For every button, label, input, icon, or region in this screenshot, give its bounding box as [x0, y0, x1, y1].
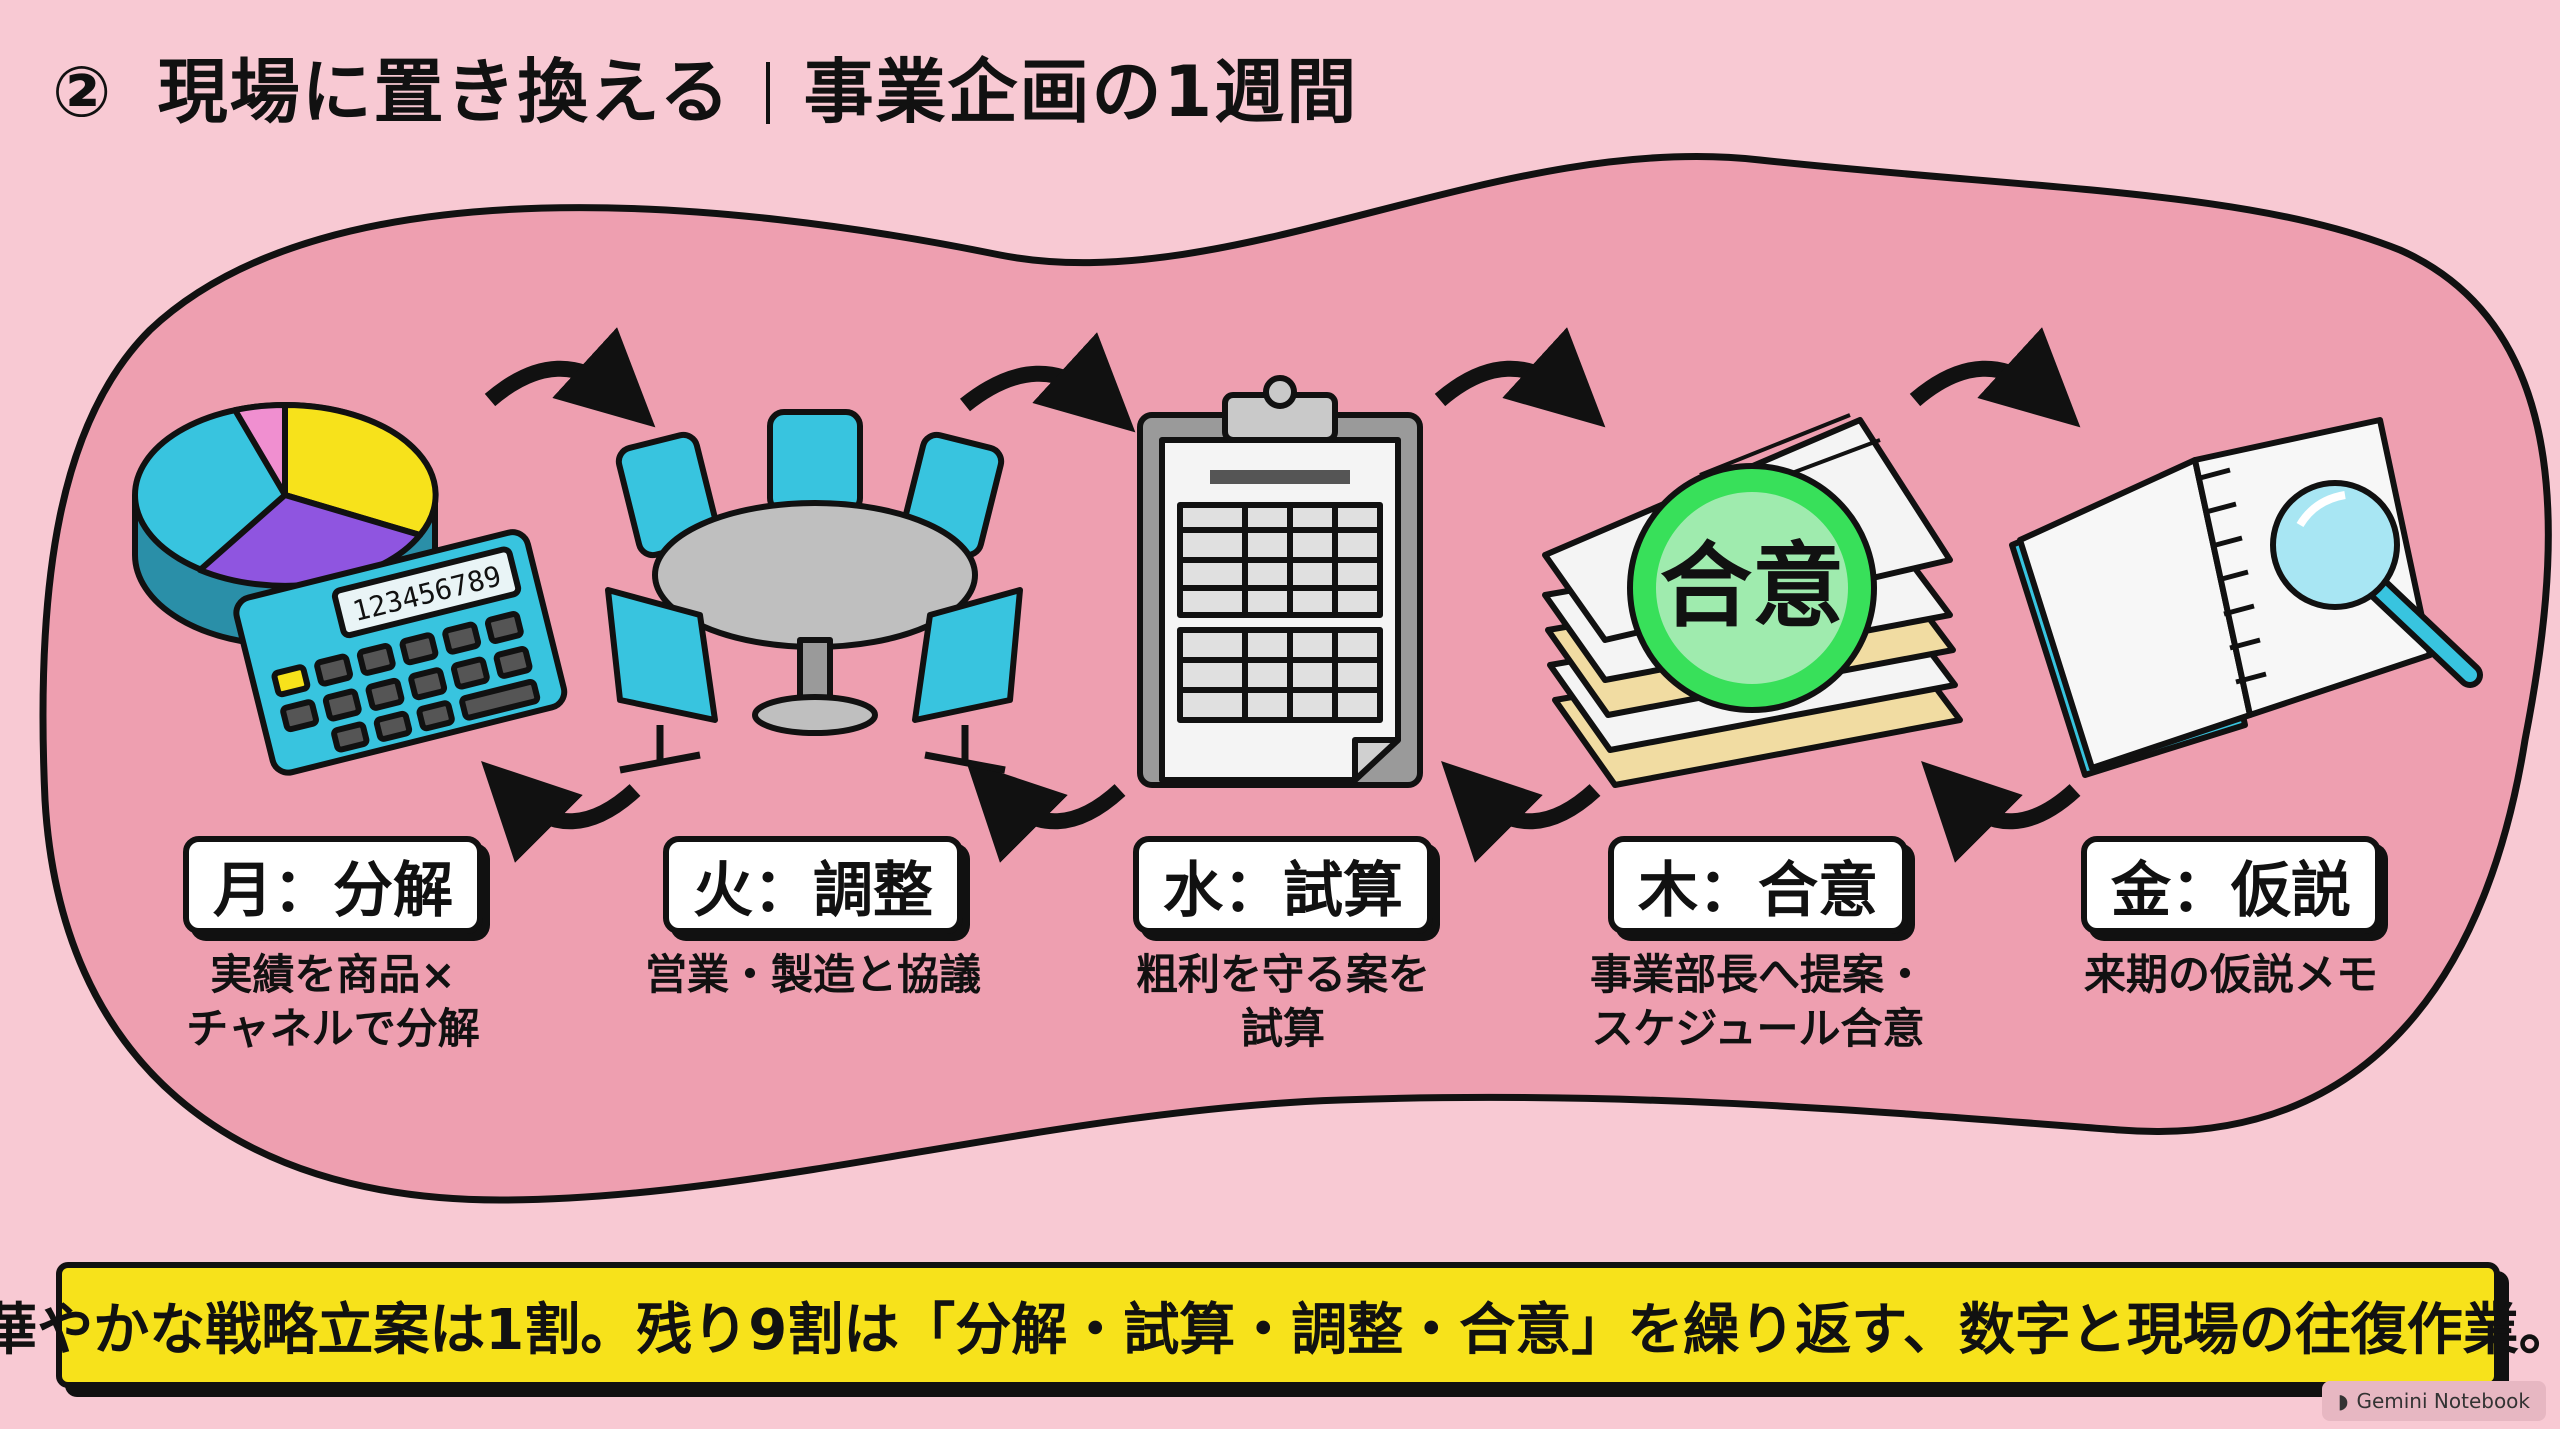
day-desc-line: チャネルで分解 — [186, 1004, 480, 1053]
day-desc-line: 試算 — [1240, 1004, 1325, 1053]
notebook-logo-icon: ◗ — [2337, 1389, 2349, 1413]
day-desc-mon: 実績を商品× チャネルで分解 — [143, 948, 523, 1056]
day-desc-line: 事業部長へ提案・ — [1589, 950, 1926, 999]
arrow-back-1 — [481, 761, 641, 863]
agreement-documents-icon: 合意 — [1542, 413, 1963, 788]
title-divider — [765, 62, 770, 124]
day-label-tue: 火：調整 — [663, 836, 963, 934]
day-label-fri: 金：仮説 — [2081, 836, 2381, 934]
day-desc-thu: 事業部長へ提案・ スケジュール合意 — [1568, 948, 1948, 1056]
day-desc-wed: 粗利を守る案を 試算 — [1093, 948, 1473, 1056]
arrow-forward-3 — [1434, 327, 1606, 428]
title-sub: 事業企画の1週間 — [803, 51, 1359, 133]
day-desc-tue: 営業・製造と協議 — [623, 948, 1003, 1002]
arrow-forward-4 — [1909, 327, 2081, 428]
arrow-back-4 — [1921, 761, 2081, 863]
day-desc-line: 粗利を守る案を — [1135, 950, 1430, 999]
arrow-forward-2 — [960, 332, 1136, 433]
page-title: ② 現場に置き換える事業企画の1週間 — [52, 36, 1358, 137]
day-desc-line: 実績を商品× — [210, 950, 456, 999]
arrow-back-3 — [1441, 761, 1601, 863]
watermark: ◗ Gemini Notebook — [2321, 1381, 2546, 1421]
stamp-text: 合意 — [1660, 533, 1844, 640]
title-main: 現場に置き換える — [157, 51, 732, 133]
day-label-mon: 月：分解 — [183, 836, 483, 934]
summary-banner: 華やかな戦略立案は1割。残り9割は「分解・試算・調整・合意」を繰り返す、数字と現… — [0, 1262, 2560, 1388]
watermark-text: Gemini Notebook — [2356, 1389, 2530, 1413]
day-desc-line: 営業・製造と協議 — [644, 950, 981, 999]
pie-chart-calculator-icon: 123456789 — [132, 401, 568, 776]
arrow-back-2 — [966, 761, 1126, 863]
meeting-table-icon — [605, 409, 1023, 774]
day-label-thu: 木：合意 — [1608, 836, 1908, 934]
clipboard-spreadsheet-icon — [1137, 375, 1423, 788]
day-desc-fri: 来期の仮説メモ — [2041, 948, 2421, 1002]
arrow-forward-1 — [484, 327, 656, 428]
day-desc-line: スケジュール合意 — [1591, 1004, 1925, 1053]
day-desc-line: 来期の仮説メモ — [2083, 950, 2378, 999]
notebook-magnifier-icon — [2009, 417, 2483, 778]
day-label-wed: 水：試算 — [1133, 836, 1433, 934]
title-number: ② — [52, 51, 114, 133]
